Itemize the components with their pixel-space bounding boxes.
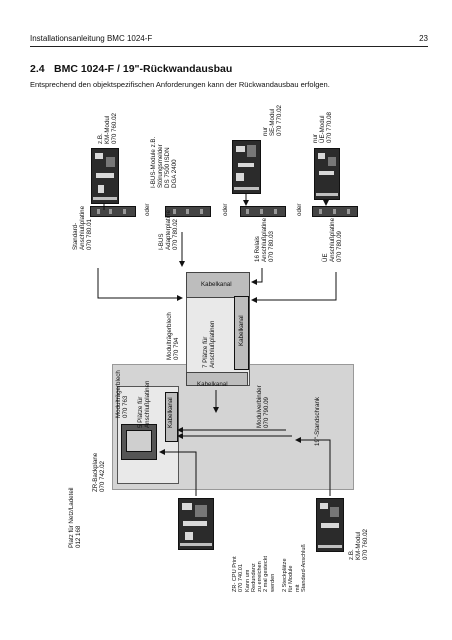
arrow-cpu-to-backplane [159,449,197,496]
kabelkanal-vertical [234,296,249,370]
standard-connection-board [90,206,136,217]
document-title: Installationsanleitung BMC 1024-F [30,34,153,43]
zr-cpu-photo [178,498,214,550]
page-header: Installationsanleitung BMC 1024-F 23 [30,34,428,48]
arrow-standard-to-carrier [97,268,183,301]
header-divider [30,46,428,47]
kabelkanal-middle [186,372,248,386]
intro-paragraph: Entsprechend den objektspezifischen Anfo… [30,80,330,89]
zr-backplane-inner [126,430,152,452]
section-heading: 2.4 BMC 1024-F / 19"-Rückwandausbau [30,63,232,75]
relais-connection-board [240,206,286,217]
section-title: BMC 1024-F / 19"-Rückwandausbau [54,63,233,75]
kabelkanal-middle-label: Kabelkanal [197,381,228,388]
km-module-photo-bottom [316,498,344,552]
page-number: 23 [419,34,428,43]
ue-module-photo [314,148,340,200]
arrow-km-bottom-to-rack [295,437,331,496]
kabelkanal-left-block [165,392,178,442]
se-module-photo [232,140,261,194]
kabelkanal-top [186,272,250,298]
arrow-relais-to-carrier [251,268,263,285]
section-number: 2.4 [30,63,45,75]
kabelkanal-top-label: Kabelkanal [201,281,232,288]
arrow-ue-to-carrier [251,272,337,303]
ibus-adapter-board [165,206,211,217]
km-module-photo-top [91,148,119,204]
ue-connection-board [312,206,358,217]
